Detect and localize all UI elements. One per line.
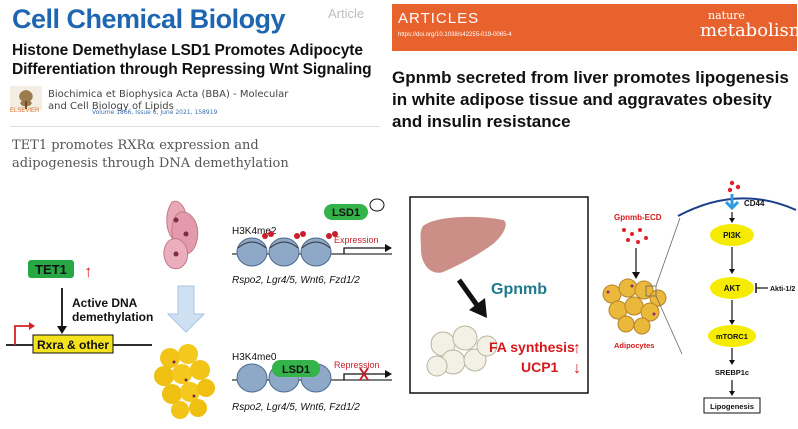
divider xyxy=(10,126,380,127)
tet1-box xyxy=(28,260,74,278)
genes-top-label: Rspo2, Lgr4/5, Wnt6, Fzd1/2 xyxy=(232,275,360,286)
lsd1-bottom-box xyxy=(272,360,320,377)
rxra-gene-label: Rxra & other xyxy=(37,338,109,352)
liver-icon xyxy=(420,216,506,273)
ucp1-down-arrow: ↓ xyxy=(573,360,581,377)
pi3k-label: PI3K xyxy=(723,231,741,240)
fa-synthesis-up-arrow: ↑ xyxy=(573,340,581,357)
repression-arrow xyxy=(343,373,386,380)
gpnmb-dots-top xyxy=(727,180,741,193)
journal-title-cell-chemical-biology: Cell Chemical Biology xyxy=(12,4,286,34)
lsd1-top-box xyxy=(324,204,368,220)
gpnmb-ecd-label: Gpnmb-ECD xyxy=(614,213,662,222)
repression-label: Repression xyxy=(334,360,380,370)
bba-volume: Volume 1866, Issue 6, June 2021, 158919 xyxy=(92,109,218,116)
cd44-receptor-icon xyxy=(724,194,740,211)
preadipocyte-cells xyxy=(163,200,199,270)
akti-label: Akti-1/2 xyxy=(770,286,795,293)
gpnmb-figure: Gpnmb FA synthesis ↑ UCP1 ↓ xyxy=(409,196,589,394)
doi-link[interactable]: https://doi.org/10.1038/s42255-019-0065-… xyxy=(398,32,512,38)
expression-label: Expression xyxy=(334,235,379,245)
bba-journal-line1: Biochimica et Biophysica Acta (BBA) - Mo… xyxy=(48,89,289,100)
srebp1c-label: SREBP1c xyxy=(715,368,749,377)
metabolism-logo: metabolism xyxy=(700,20,798,41)
fa-synthesis-label: FA synthesis xyxy=(489,339,575,355)
akt-label: AKT xyxy=(724,284,741,293)
article-label: Article xyxy=(328,6,365,21)
gpnmb-paper-title-line1: Gpnmb secreted from liver promotes lipog… xyxy=(392,68,789,87)
adipocytes-cluster-icon xyxy=(602,278,667,335)
repression-cross xyxy=(359,367,369,381)
ucp1-label: UCP1 xyxy=(521,359,559,375)
tet1-paper-title-line1: TET1 promotes RXRα expression and xyxy=(12,138,259,153)
pi3k-node xyxy=(710,224,754,246)
secretion-arrow xyxy=(456,278,482,310)
lsd1-bottom-label: LSD1 xyxy=(282,364,310,376)
rxra-gene-box xyxy=(32,334,114,354)
gpnmb-paper-title-line3: and insulin resistance xyxy=(392,112,571,131)
adipocytes-label: Adipocytes xyxy=(614,341,654,350)
white-adipose-cells xyxy=(426,325,498,377)
elsevier-label: ELSEVIER xyxy=(10,108,40,114)
lipogenesis-label: Lipogenesis xyxy=(710,402,754,411)
elsevier-tree-logo xyxy=(10,86,42,110)
gpnmb-paper-title-line2: in white adipose tissue and aggravates o… xyxy=(392,90,772,109)
tet1-paper-title-line2: adipogenesis through DNA demethylation xyxy=(12,156,289,171)
pathway-figure: CD44 Gpnmb-ECD Adipocytes PI3K AKT Akti-… xyxy=(602,180,797,414)
demethylation-label: demethylation xyxy=(72,310,153,324)
lsd1-top-label: LSD1 xyxy=(332,207,360,219)
lsd1-figure: H3K4me2 LSD1 Expression Rspo2, Lgr4/5, W… xyxy=(154,198,392,419)
nature-logo-small: nature xyxy=(708,9,745,22)
nucleosomes-top xyxy=(232,231,392,267)
cd44-label: CD44 xyxy=(744,199,765,208)
h3k4me2-label: H3K4me2 xyxy=(232,226,277,237)
lsd1-paper-title-line2: Differentiation through Repressing Wnt S… xyxy=(12,61,372,78)
demethylation-arrow-head xyxy=(57,326,67,334)
differentiation-arrow xyxy=(166,285,206,333)
mtorc1-label: mTORC1 xyxy=(716,332,748,341)
expression-arrow xyxy=(343,247,386,254)
gpnmb-ecd-dots xyxy=(622,228,648,244)
tet1-figure: TET1 ↑ Active DNA demethylation Rxra & o… xyxy=(6,260,153,354)
gpnmb-label: Gpnmb xyxy=(491,281,547,298)
nature-header-bar xyxy=(392,4,797,51)
h3k4me0-label: H3K4me0 xyxy=(232,352,277,363)
tet1-up-arrow: ↑ xyxy=(84,262,93,281)
promoter-arrow xyxy=(14,325,30,345)
lsd1-paper-title-line1: Histone Demethylase LSD1 Promotes Adipoc… xyxy=(12,42,363,59)
cell-membrane xyxy=(677,197,797,217)
bba-journal-line2: and Cell Biology of Lipids xyxy=(48,101,174,112)
active-dna-label: Active DNA xyxy=(72,296,138,310)
genes-bottom-label: Rspo2, Lgr4/5, Wnt6, Fzd1/2 xyxy=(232,402,360,413)
lipogenesis-box xyxy=(703,397,761,414)
tet1-label: TET1 xyxy=(35,262,67,277)
articles-label: ARTICLES xyxy=(398,10,480,27)
mtorc1-node xyxy=(708,325,756,347)
adipocyte-cluster xyxy=(154,344,215,419)
akt-node xyxy=(710,277,754,299)
